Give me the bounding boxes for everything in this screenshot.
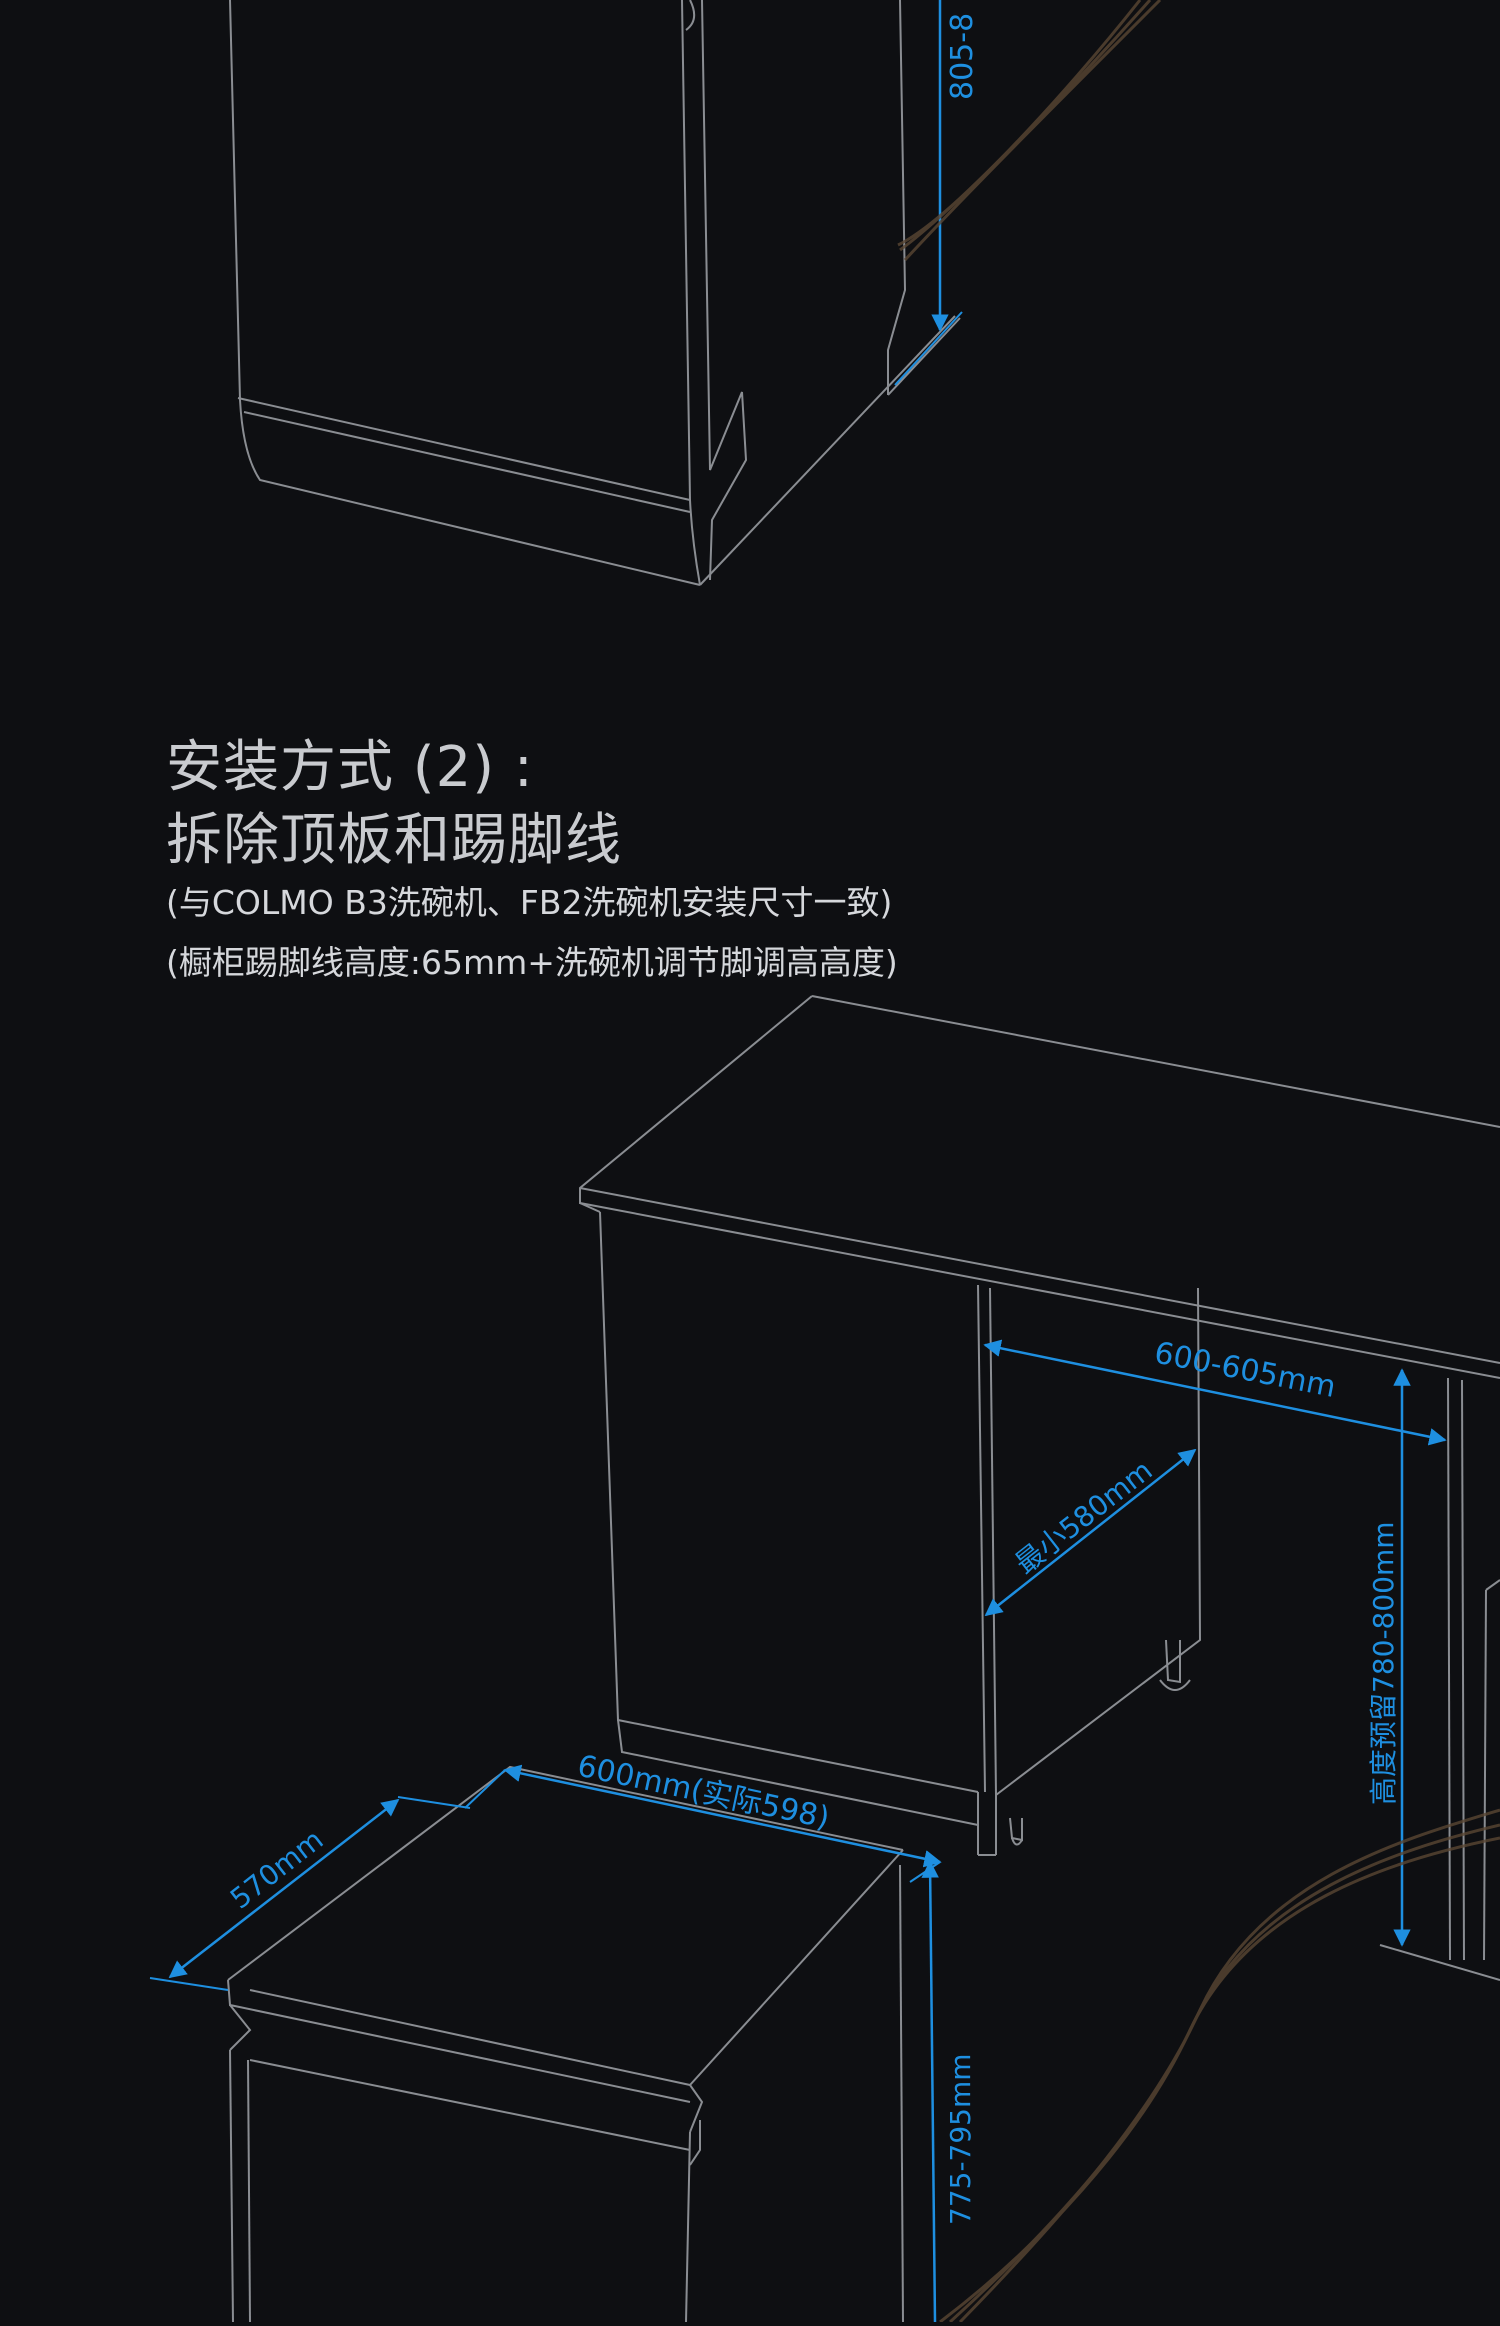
dishwasher-dimensions: 600mm(实际598) 570mm 775-795mm	[149, 1749, 977, 2323]
top-cable	[897, 0, 1162, 262]
compatibility-note: (与COLMO B3洗碗机、FB2洗碗机安装尺寸一致)	[166, 883, 893, 922]
cabinet-cable	[939, 1808, 1500, 2324]
dim-appliance-depth: 570mm	[224, 1823, 329, 1915]
kickboard-note: (橱柜踢脚线高度:65mm+洗碗机调节脚调高高度)	[166, 943, 898, 982]
dim-appliance-height: 775-795mm	[944, 2053, 977, 2225]
page-title: 安装方式 (2) :	[166, 735, 534, 800]
dim-cabinet-width: 600-605mm	[1151, 1335, 1338, 1404]
top-dishwasher	[229, 0, 961, 586]
dim-reserved-height: 高度预留780-800mm	[1367, 1521, 1400, 1805]
top-height-dimension: 805-8	[894, 0, 980, 386]
page-subtitle: 拆除顶板和踢脚线	[166, 808, 622, 873]
kitchen-cabinet	[579, 995, 1500, 1981]
dim-top-height: 805-8	[945, 13, 980, 100]
bottom-dishwasher	[227, 1765, 904, 2323]
dim-cabinet-depth: 最小580mm	[1009, 1454, 1159, 1581]
